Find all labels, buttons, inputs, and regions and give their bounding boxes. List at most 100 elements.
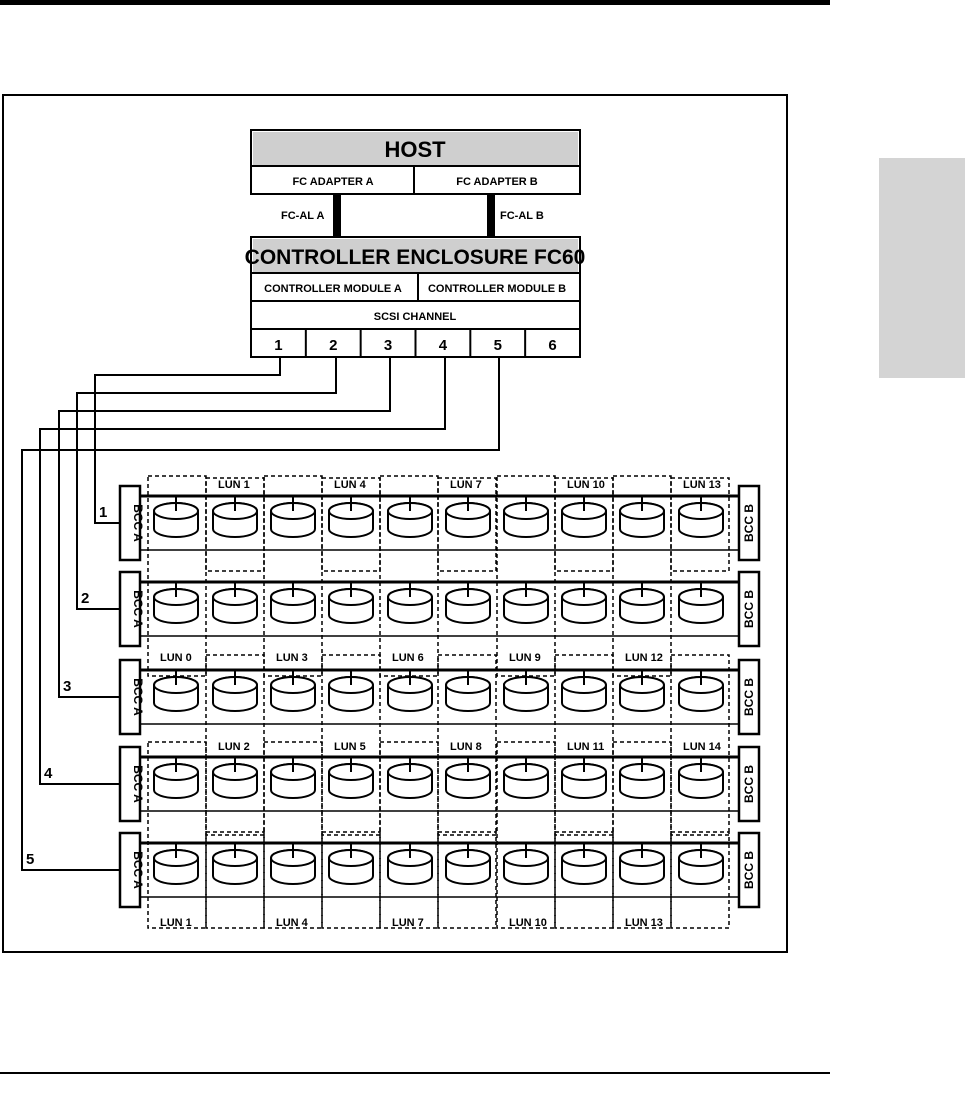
disk-icon: [387, 757, 433, 799]
bcc-b-module: [737, 570, 761, 648]
lun-label: LUN 14: [683, 741, 722, 753]
shelf-channel-number: 3: [63, 678, 71, 695]
bcc-b-module: [737, 831, 761, 909]
bcc-a-label: BCC A: [131, 504, 145, 542]
fc-adapter-b-label: FC ADAPTER B: [456, 176, 538, 188]
disk-icon: [328, 582, 374, 624]
lun-label: LUN 6: [392, 652, 424, 664]
disk-icon: [445, 496, 491, 538]
diagram-frame: [2, 94, 788, 953]
scsi-cable-3: [58, 357, 391, 698]
disk-icon: [445, 843, 491, 885]
disk-icon: [503, 757, 549, 799]
fc-adapter-a-label: FC ADAPTER A: [292, 176, 373, 188]
disk-icon: [270, 757, 316, 799]
disk-icon: [678, 496, 724, 538]
controller-title: CONTROLLER ENCLOSURE FC60: [245, 246, 586, 269]
disk-icon: [619, 670, 665, 712]
disk-icon: [387, 582, 433, 624]
bcc-a-module: [118, 831, 142, 909]
disk-icon: [270, 670, 316, 712]
bcc-b-label: BCC B: [742, 851, 756, 889]
lun-label: LUN 7: [450, 479, 482, 491]
lun-label: LUN 2: [218, 741, 250, 753]
disk-icon: [270, 582, 316, 624]
disk-icon: [561, 843, 607, 885]
lun-label: LUN 5: [334, 741, 366, 753]
disk-icon: [561, 582, 607, 624]
bcc-a-module: [118, 658, 142, 736]
lun-label: LUN 4: [334, 479, 367, 491]
disk-icon: [503, 670, 549, 712]
disk-icon: [212, 670, 258, 712]
bcc-a-label: BCC A: [131, 851, 145, 889]
disk-icon: [212, 757, 258, 799]
scsi-port-2: 2: [329, 337, 337, 354]
lun-group-box: [554, 831, 614, 929]
bcc-a-module: [118, 570, 142, 648]
lun-label: LUN 13: [625, 917, 663, 929]
disk-icon: [503, 843, 549, 885]
lun-label: LUN 1: [218, 479, 250, 491]
chapter-tab: [879, 158, 965, 378]
lun-label: LUN 9: [509, 652, 541, 664]
bcc-a-module: [118, 484, 142, 562]
bcc-b-module: [737, 484, 761, 562]
disk-icon: [270, 496, 316, 538]
disk-icon: [503, 582, 549, 624]
disk-icon: [619, 496, 665, 538]
disk-icon: [153, 670, 199, 712]
lun-label: LUN 13: [683, 479, 721, 491]
lun-group-box: [670, 654, 730, 836]
disk-icon: [270, 843, 316, 885]
lun-group-box: [437, 654, 497, 836]
lun-label: LUN 12: [625, 652, 663, 664]
lun-group-box: [437, 831, 497, 929]
disk-icon: [445, 670, 491, 712]
disk-icon: [212, 843, 258, 885]
scsi-channel-label: SCSI CHANNEL: [374, 311, 457, 323]
shelf-channel-number: 1: [99, 504, 107, 521]
disk-shelf-5: BCC A BCC B: [118, 831, 761, 909]
disk-icon: [561, 670, 607, 712]
disk-icon: [619, 582, 665, 624]
disk-icon: [503, 496, 549, 538]
disk-icon: [678, 582, 724, 624]
fc-al-links: FC-AL A FC-AL B: [281, 194, 544, 238]
lun-label: LUN 11: [567, 741, 604, 753]
scsi-cable-5: [21, 357, 500, 871]
scsi-port-3: 3: [384, 337, 392, 354]
disk-icon: [153, 496, 199, 538]
disk-icon: [328, 670, 374, 712]
bottom-rule: [0, 1072, 830, 1074]
controller-module-a-label: CONTROLLER MODULE A: [264, 283, 402, 295]
fc-al-b-label: FC-AL B: [500, 210, 544, 222]
top-rule: [0, 0, 830, 5]
lun-label: LUN 7: [392, 917, 424, 929]
bcc-a-label: BCC A: [131, 590, 145, 628]
disk-icon: [328, 496, 374, 538]
scsi-port-5: 5: [494, 337, 502, 354]
disk-icon: [387, 496, 433, 538]
shelf-channel-number: 5: [26, 851, 34, 868]
lun-group-box: [205, 831, 265, 929]
controller-module-b-label: CONTROLLER MODULE B: [428, 283, 566, 295]
bcc-a-label: BCC A: [131, 765, 145, 803]
disk-icon: [678, 843, 724, 885]
lun-label: LUN 1: [160, 917, 192, 929]
fc-al-a-label: FC-AL A: [281, 210, 324, 222]
bcc-b-label: BCC B: [742, 765, 756, 803]
scsi-port-1: 1: [274, 337, 282, 354]
lun-label: LUN 10: [567, 479, 605, 491]
disk-icon: [328, 757, 374, 799]
disk-icon: [445, 757, 491, 799]
disk-icon: [445, 582, 491, 624]
host-box: HOST FC ADAPTER A FC ADAPTER B: [250, 129, 581, 195]
shelf-channel-number: 2: [81, 590, 89, 607]
lun-label: LUN 3: [276, 652, 308, 664]
